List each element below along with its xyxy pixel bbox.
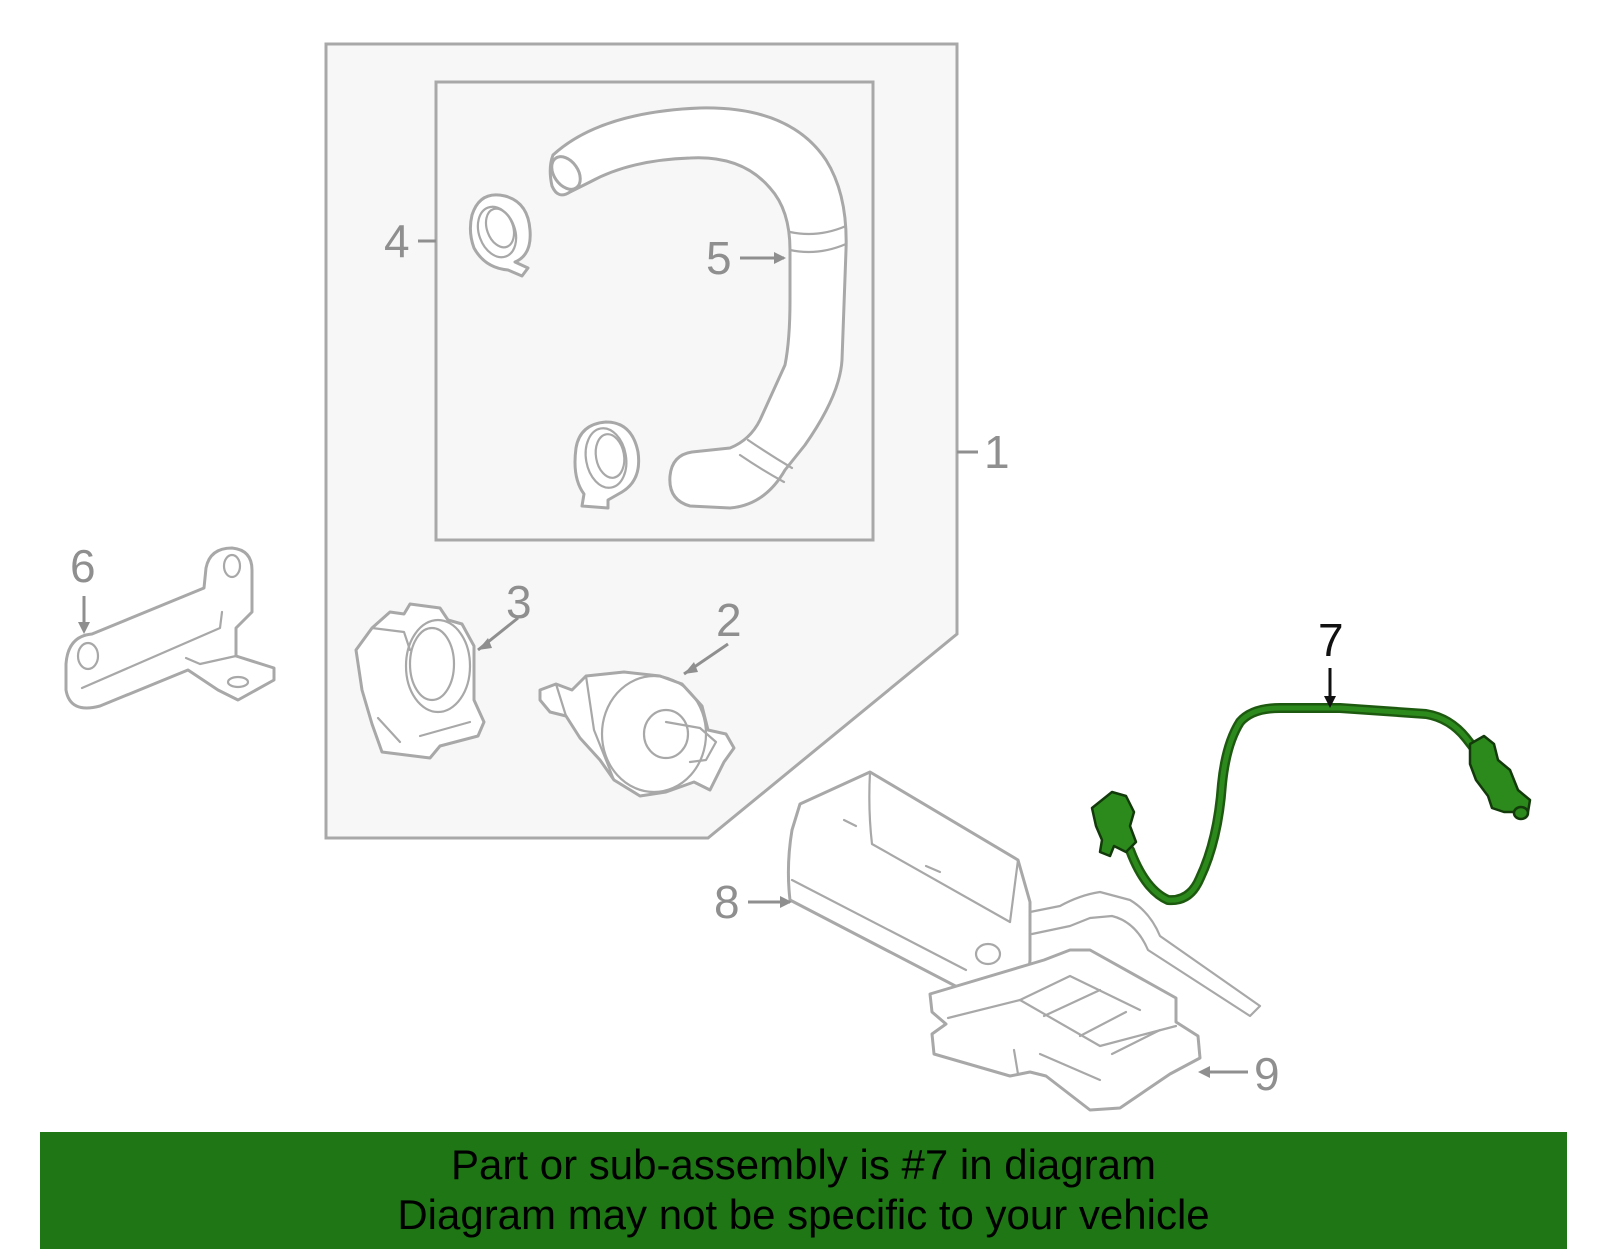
callout-1: 1 — [984, 426, 1010, 478]
callout-3: 3 — [506, 576, 532, 628]
leader-3-arrow — [478, 638, 492, 650]
caption-line-2: Diagram may not be specific to your vehi… — [397, 1191, 1210, 1238]
part-2-valve — [538, 670, 736, 798]
part-7-oxygen-sensor[interactable] — [1090, 703, 1532, 906]
part-4-clamp-lower — [573, 420, 641, 510]
callout-7: 7 — [1318, 614, 1344, 666]
leader-8-arrow — [780, 896, 792, 908]
caption-banner: Part or sub-assembly is #7 in diagram Di… — [40, 1132, 1567, 1249]
leader-2-arrow — [684, 662, 698, 674]
part-4-clamp-upper — [468, 193, 532, 278]
callout-leaders — [78, 239, 1336, 1078]
callout-4: 4 — [384, 215, 410, 267]
leader-7-arrow — [1324, 696, 1336, 708]
part-6-bracket — [64, 546, 276, 710]
leader-6-arrow — [78, 622, 90, 634]
callout-8: 8 — [714, 876, 740, 928]
callout-5: 5 — [706, 232, 732, 284]
leader-5-arrow — [774, 252, 786, 264]
callout-labels: 1 2 3 4 5 6 7 8 9 — [70, 215, 1344, 1100]
callout-2: 2 — [716, 594, 742, 646]
callout-6: 6 — [70, 540, 96, 592]
callout-9: 9 — [1254, 1048, 1280, 1100]
part-3-bracket — [354, 602, 486, 760]
part-9-tray — [928, 948, 1202, 1112]
leader-9-arrow — [1198, 1066, 1210, 1078]
part-5-hose — [548, 106, 848, 510]
caption-line-1: Part or sub-assembly is #7 in diagram — [451, 1141, 1156, 1188]
